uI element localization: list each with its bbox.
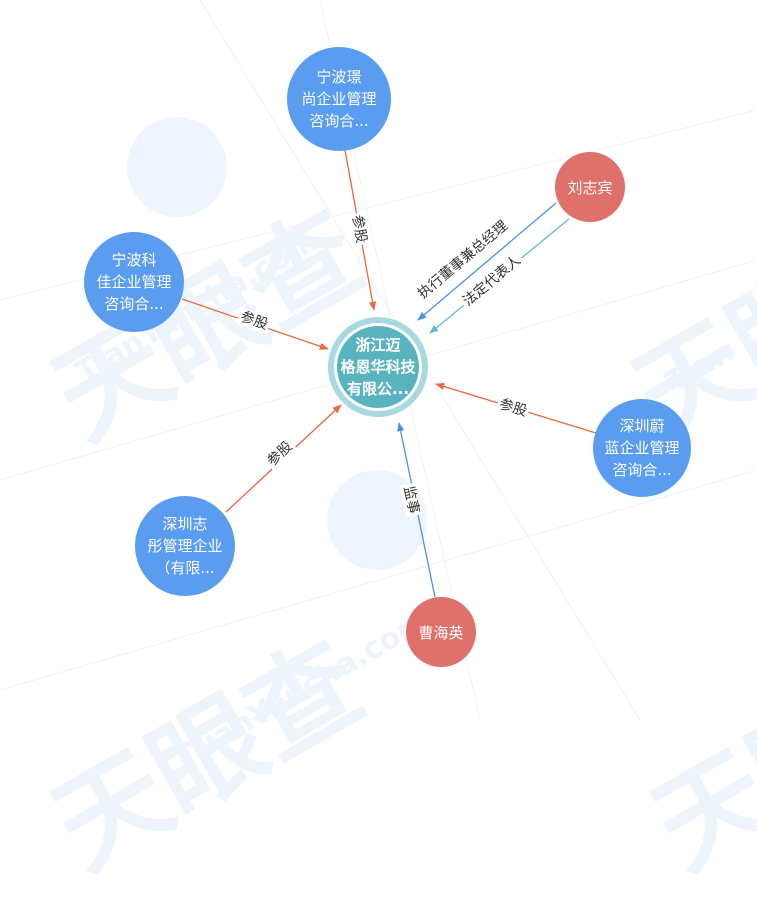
node-name-line: 彤管理企业 [147, 537, 223, 555]
node-name-line: 宁波科 [111, 251, 157, 269]
edge-liu-executive [417, 202, 557, 321]
person-node-cao-haiying[interactable]: 曹海英 [406, 597, 476, 667]
node-name-line: 深圳志 [162, 515, 208, 533]
node-name-line: 佳企业管理 [96, 273, 172, 291]
node-name-line: 咨询合... [104, 295, 164, 313]
person-node-liu-zhibin[interactable]: 刘志宾 [555, 152, 625, 222]
node-name-line: 刘志宾 [567, 178, 613, 197]
company-node-shenzhen-weilan[interactable]: 深圳蔚 蓝企业管理 咨询合... [593, 399, 691, 497]
node-name-line: 蓝企业管理 [604, 439, 680, 457]
node-name-line: 咨询合... [612, 461, 672, 479]
center-company-node[interactable]: 浙江迈 格恩华科技 有限公... [334, 323, 422, 411]
center-name-line: 格恩华科技 [340, 358, 416, 376]
node-name-line: （有限... [155, 559, 215, 577]
node-name-line: 深圳蔚 [619, 417, 665, 435]
node-name-line: 咨询合... [309, 112, 369, 130]
center-name-line: 有限公... [346, 380, 410, 398]
node-name-line: 曹海英 [418, 623, 464, 642]
node-name-line: 宁波璟 [316, 68, 362, 86]
company-node-ningbo-jingshang[interactable]: 宁波璟 尚企业管理 咨询合... [287, 47, 391, 151]
company-node-shenzhen-zhitong[interactable]: 深圳志 彤管理企业 （有限... [135, 496, 235, 596]
company-node-ningbo-kejia[interactable]: 宁波科 佳企业管理 咨询合... [84, 232, 184, 332]
node-name-line: 尚企业管理 [301, 90, 377, 108]
watermark-circle [127, 117, 227, 217]
center-name-line: 浙江迈 [355, 336, 401, 354]
